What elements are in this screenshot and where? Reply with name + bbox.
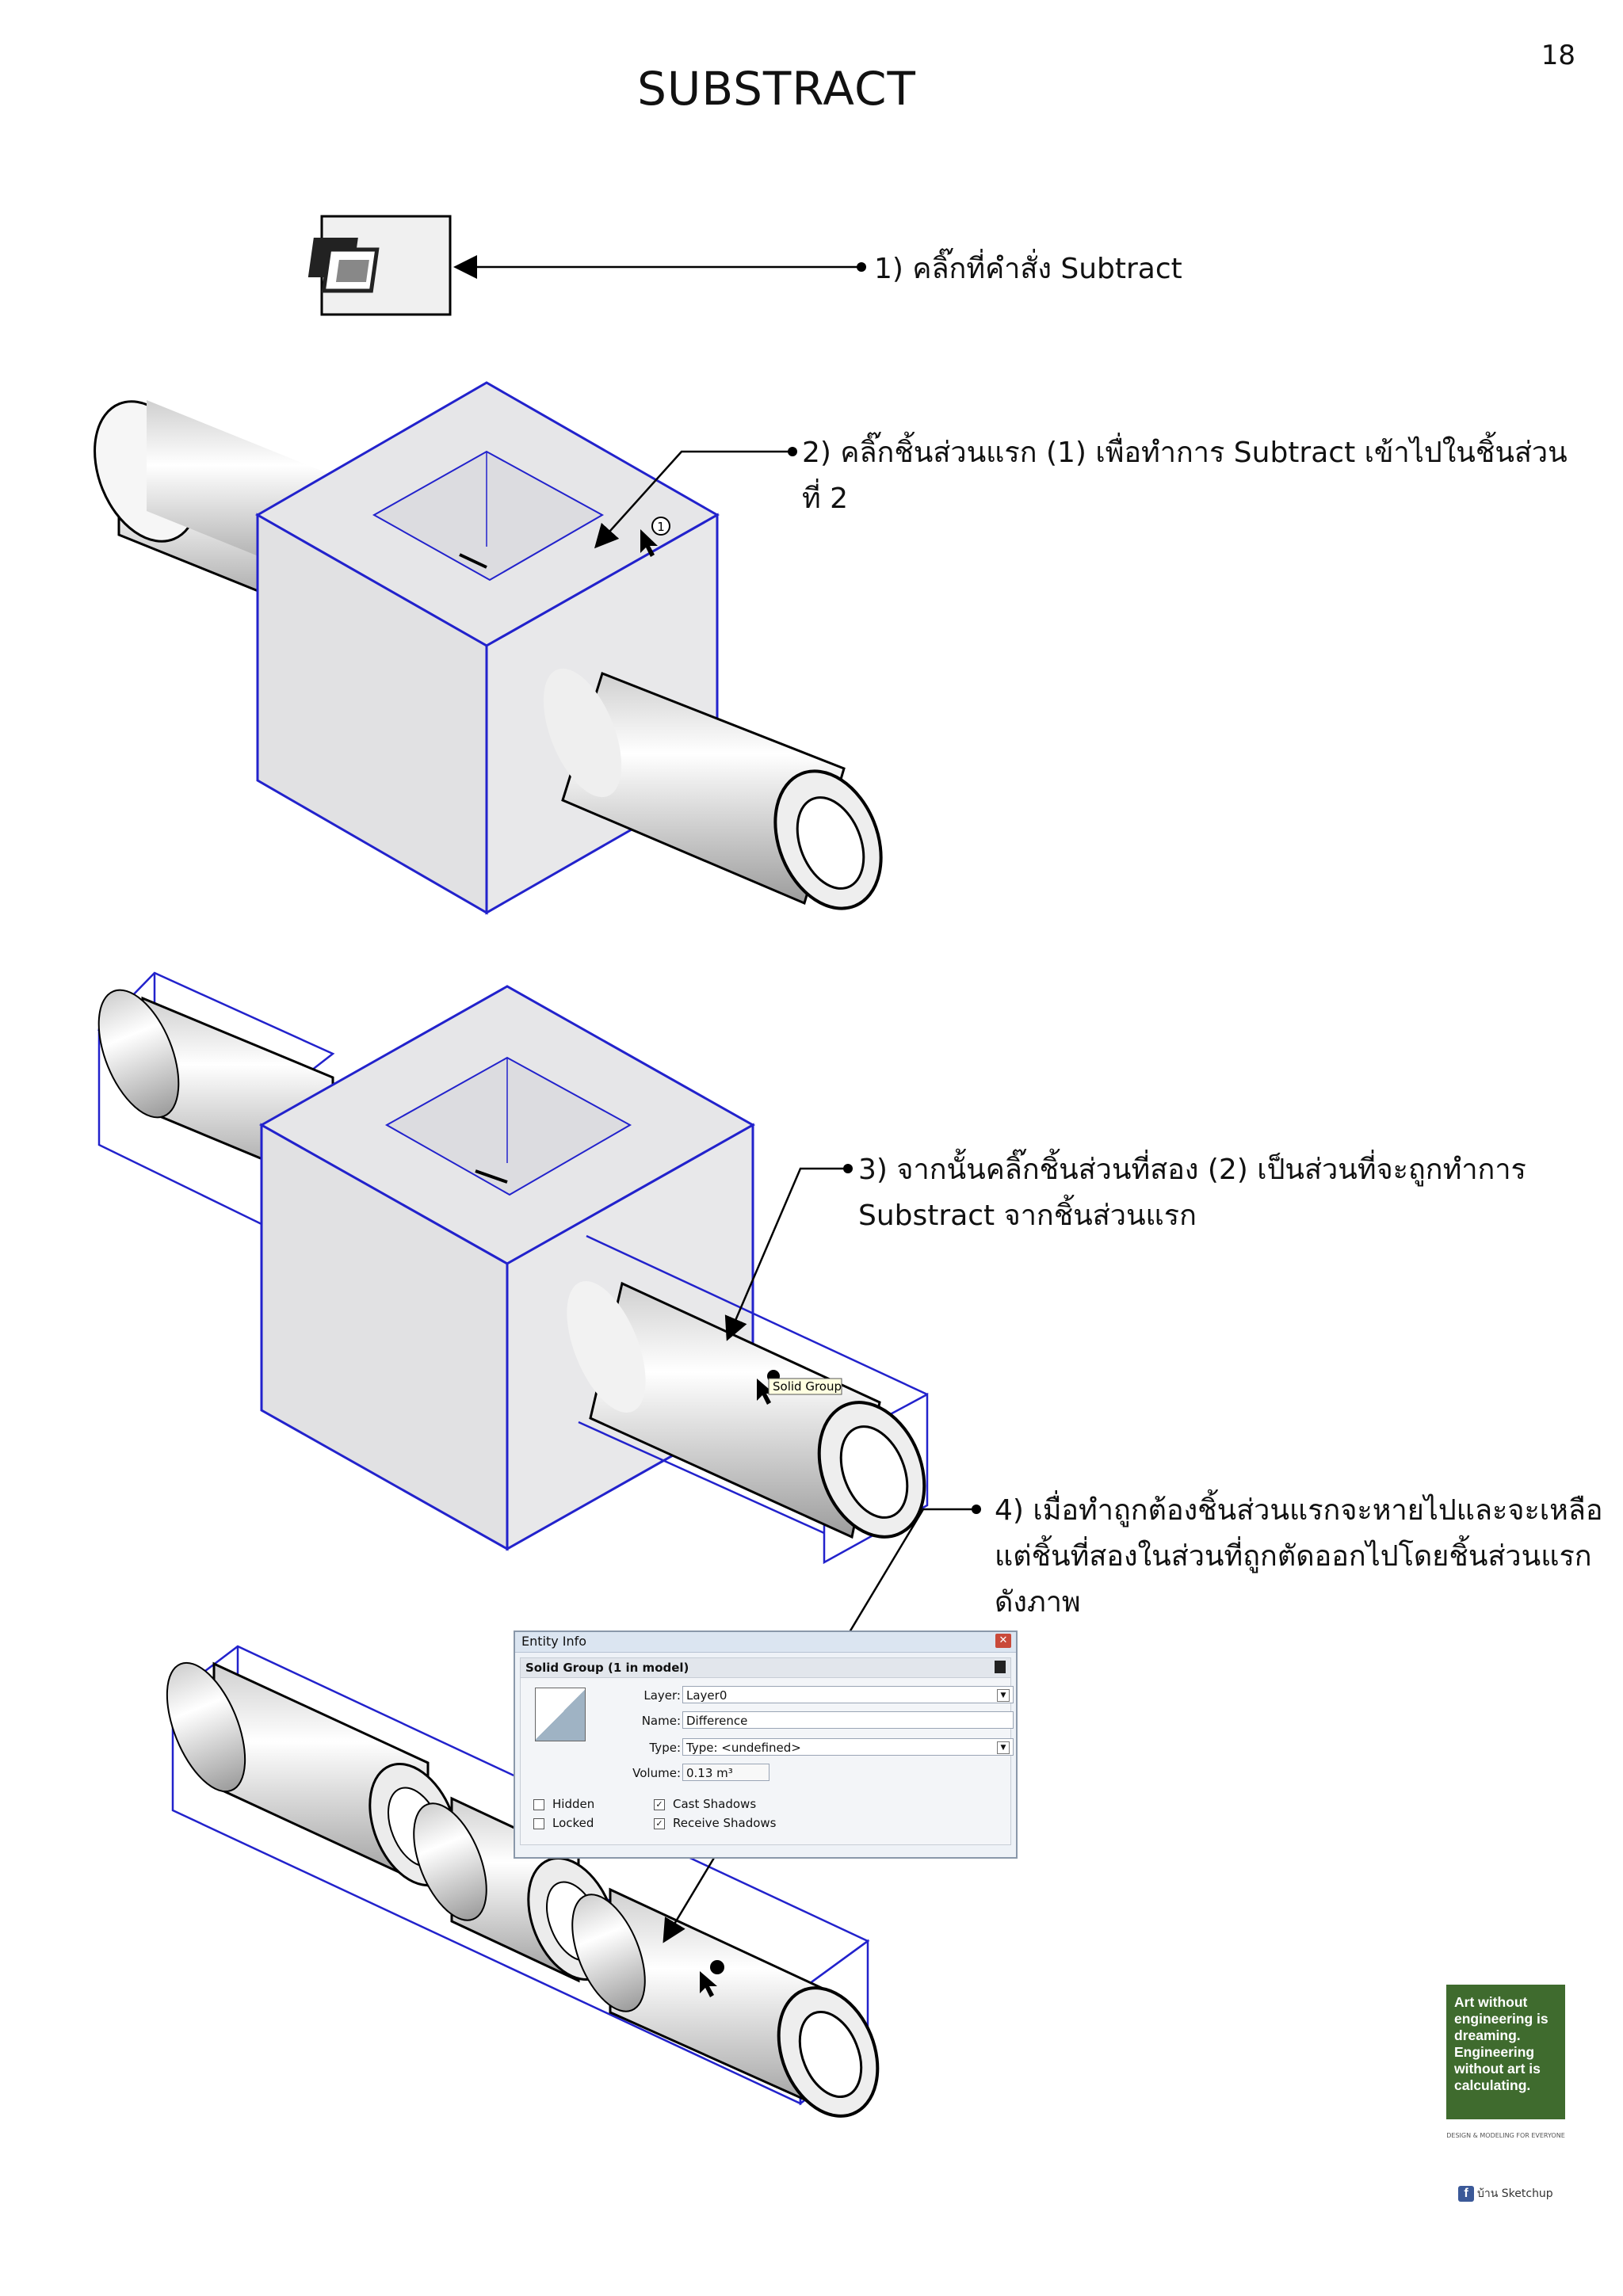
name-value: Difference: [686, 1714, 748, 1728]
volume-row: Volume: 0.13 m³: [600, 1764, 1012, 1783]
layer-row: Layer: Layer0 ▼: [600, 1686, 1014, 1705]
entity-info-panel: Entity Info ✕ Solid Group (1 in model) L…: [514, 1630, 1018, 1859]
type-value: Type: <undefined>: [686, 1741, 801, 1755]
page-number: 18: [1541, 40, 1575, 71]
page-title: SUBSTRACT: [637, 62, 916, 116]
entity-info-body: Layer: Layer0 ▼ Name: Difference Type: T…: [520, 1678, 1014, 1845]
cast-shadows-checkbox[interactable]: ✓ Cast Shadows: [654, 1797, 756, 1813]
step-3-line-1: 3) จากนั้นคลิ๊กชิ้นส่วนที่สอง (2) เป็นส่…: [858, 1154, 1526, 1186]
material-swatch[interactable]: [535, 1688, 586, 1741]
step-4-line-2: แต่ชิ้นที่สองในส่วนที่ถูกตัดออกไปโดยชิ้น…: [995, 1540, 1592, 1573]
step-2-line-1: 2) คลิ๊กชิ้นส่วนแรก (1) เพื่อทำการ Subtr…: [802, 437, 1568, 469]
step-2-line-2: ที่ 2: [802, 482, 849, 515]
cube-with-pipe-illustration-1: [94, 381, 883, 915]
layer-label: Layer:: [643, 1688, 681, 1703]
type-label: Type:: [649, 1741, 681, 1755]
solid-group-tooltip: Solid Group: [768, 1378, 842, 1395]
step-4-line-1: 4) เมื่อทำถูกต้องชิ้นส่วนแรกจะหายไปและจะ…: [995, 1494, 1603, 1527]
entity-info-titlebar: Entity Info ✕: [515, 1632, 1016, 1653]
marker-1: 1: [651, 517, 670, 536]
close-icon[interactable]: ✕: [995, 1634, 1011, 1648]
cursor-icon: [700, 1971, 717, 1997]
checkmark-icon[interactable]: ✓: [654, 1817, 665, 1829]
poster-subtitle: DESIGN & MODELING FOR EVERYONE: [1446, 2132, 1565, 2139]
cursor-icon: [757, 1379, 774, 1405]
locked-checkbox[interactable]: Locked: [533, 1816, 594, 1832]
step2-leader-arrow: [594, 447, 797, 549]
layer-value: Layer0: [686, 1688, 727, 1703]
cursor-icon: [640, 529, 658, 557]
step-3-line-2: Substract จากชิ้นส่วนแรก: [858, 1199, 1197, 1232]
hidden-checkbox[interactable]: Hidden: [533, 1797, 594, 1813]
facebook-icon: f: [1458, 2186, 1474, 2202]
subtract-tool-icon[interactable]: [307, 215, 452, 316]
entity-info-title: Entity Info: [521, 1634, 587, 1649]
type-row: Type: Type: <undefined> ▼: [600, 1738, 1014, 1757]
step-3-text: 3) จากนั้นคลิ๊กชิ้นส่วนที่สอง (2) เป็นส่…: [858, 1147, 1526, 1239]
step-4-line-3: ดังภาพ: [995, 1586, 1081, 1619]
layer-select[interactable]: Layer0 ▼: [682, 1686, 1014, 1703]
facebook-label: บ้าน Sketchup: [1477, 2187, 1553, 2200]
volume-field: 0.13 m³: [682, 1764, 769, 1781]
entity-info-header: Solid Group (1 in model): [520, 1657, 1011, 1678]
step-4-text: 4) เมื่อทำถูกต้องชิ้นส่วนแรกจะหายไปและจะ…: [995, 1488, 1603, 1626]
step3-leader-arrow: [724, 1164, 853, 1341]
receive-shadows-checkbox[interactable]: ✓ Receive Shadows: [654, 1816, 777, 1832]
type-select[interactable]: Type: <undefined> ▼: [682, 1738, 1014, 1756]
cube-with-pipe-illustration-2: [97, 971, 929, 1565]
volume-value: 0.13 m³: [686, 1766, 733, 1780]
chevron-down-icon[interactable]: ▼: [997, 1689, 1010, 1702]
step-1-text: 1) คลิ๊กที่คำสั่ง Subtract: [874, 253, 1182, 285]
name-row: Name: Difference: [600, 1711, 1014, 1730]
receive-shadows-label: Receive Shadows: [673, 1816, 777, 1830]
cast-shadows-label: Cast Shadows: [673, 1797, 757, 1811]
hidden-label: Hidden: [552, 1797, 595, 1811]
pin-icon[interactable]: [995, 1661, 1006, 1673]
locked-label: Locked: [552, 1816, 594, 1830]
chevron-down-icon[interactable]: ▼: [997, 1741, 1010, 1754]
step1-leader-arrow: [453, 255, 866, 279]
name-label: Name:: [641, 1714, 681, 1728]
checkmark-icon[interactable]: ✓: [654, 1798, 665, 1810]
quote-poster: Art without engineering is dreaming. Eng…: [1446, 1985, 1565, 2119]
entity-info-header-label: Solid Group (1 in model): [525, 1661, 689, 1675]
checkbox-icon[interactable]: [533, 1817, 544, 1829]
volume-label: Volume:: [632, 1766, 681, 1780]
svg-text:Solid Group: Solid Group: [773, 1379, 842, 1394]
name-field[interactable]: Difference: [682, 1711, 1014, 1729]
step-2-text: 2) คลิ๊กชิ้นส่วนแรก (1) เพื่อทำการ Subtr…: [802, 430, 1568, 522]
marker-2: [710, 1960, 724, 1974]
svg-text:1: 1: [657, 520, 665, 534]
checkbox-icon[interactable]: [533, 1798, 544, 1810]
